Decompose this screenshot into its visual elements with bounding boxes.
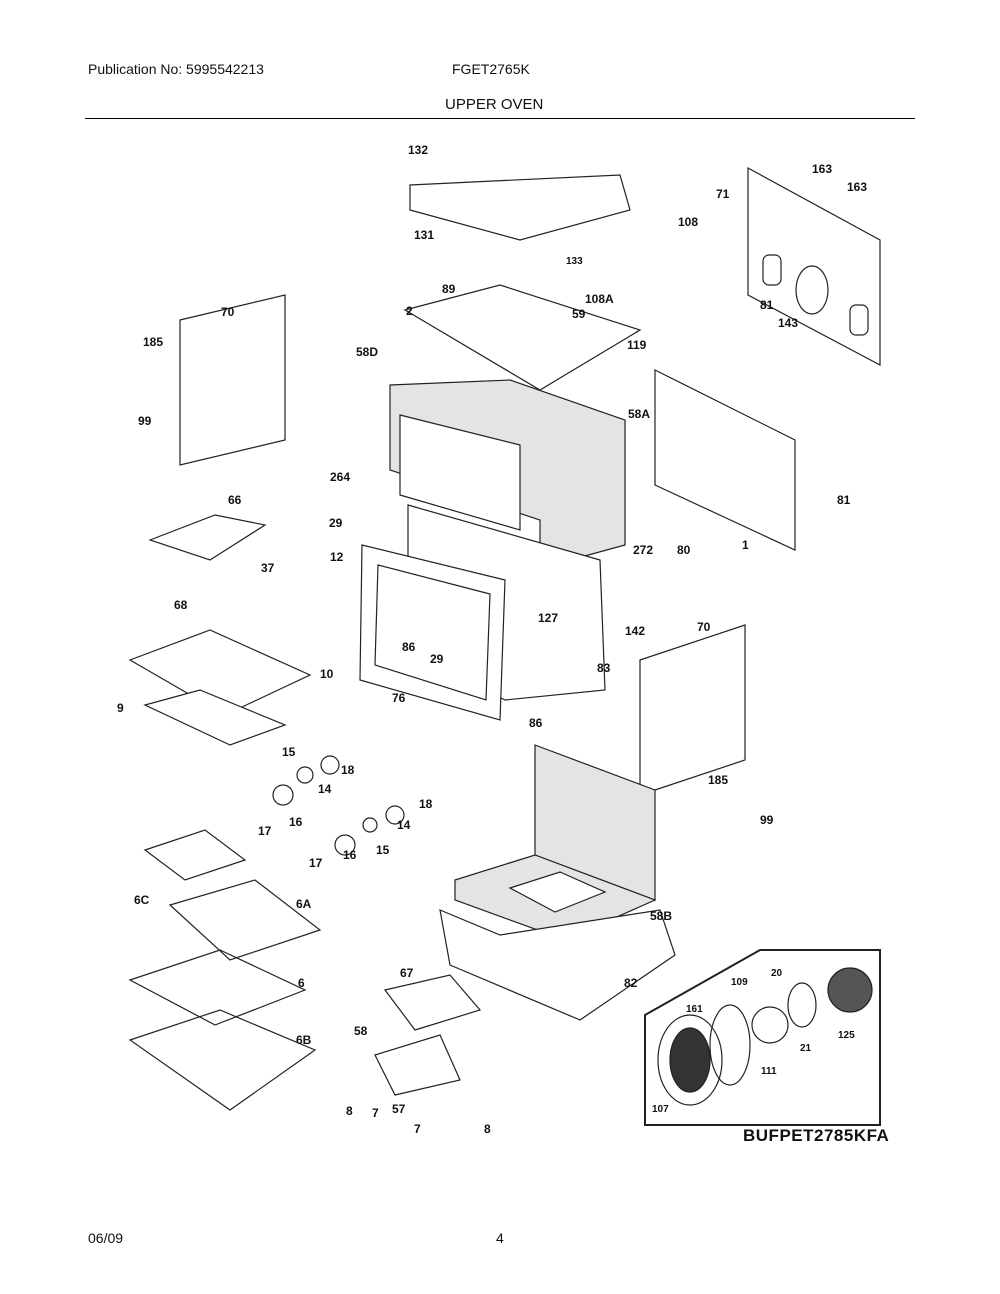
callout-17: 17 <box>309 856 323 870</box>
callout-17: 17 <box>258 824 272 838</box>
callout-2: 2 <box>406 304 413 318</box>
section-title: UPPER OVEN <box>445 96 544 113</box>
callout-143: 143 <box>778 316 799 330</box>
back-panel-part <box>654 369 796 551</box>
callout-272: 272 <box>633 543 654 557</box>
callout-76: 76 <box>392 691 406 705</box>
callout-8: 8 <box>346 1104 353 1118</box>
page-number: 4 <box>496 1230 504 1246</box>
callout-12: 12 <box>330 550 344 564</box>
callout-57: 57 <box>392 1102 406 1116</box>
callout-83: 83 <box>597 661 611 675</box>
callout-7: 7 <box>414 1122 421 1136</box>
callout-80: 80 <box>677 543 691 557</box>
model-number: FGET2765K <box>452 61 530 77</box>
callout-58: 58 <box>354 1024 368 1038</box>
header-divider <box>85 118 915 119</box>
bottom-pan-part <box>439 909 676 1021</box>
callout-21: 21 <box>800 1043 812 1054</box>
callout-14: 14 <box>397 818 411 832</box>
callout-264: 264 <box>330 470 351 484</box>
callout-82: 82 <box>624 976 638 990</box>
top-cover-part <box>409 174 631 241</box>
top-plate-part <box>403 284 642 391</box>
inset-model-number: BUFPET2785KFA <box>743 1126 890 1145</box>
rack-6a <box>168 879 322 961</box>
callout-29: 29 <box>329 516 343 530</box>
callout-70: 70 <box>697 620 711 634</box>
callout-20: 20 <box>771 968 783 979</box>
callout-29: 29 <box>430 652 444 666</box>
callout-16: 16 <box>289 815 303 829</box>
callout-6a: 6A <box>296 897 312 911</box>
rack-6 <box>128 949 307 1026</box>
callout-107: 107 <box>652 1104 669 1115</box>
callout-125: 125 <box>838 1030 855 1041</box>
publication-number: Publication No: 5995542213 <box>88 61 264 77</box>
callout-58b: 58B <box>650 909 673 923</box>
callout-71: 71 <box>716 187 730 201</box>
callout-111: 111 <box>761 1066 777 1077</box>
callout-6c: 6C <box>134 893 150 907</box>
callout-15: 15 <box>376 843 390 857</box>
callout-108a: 108A <box>585 292 614 306</box>
broil-element-part <box>148 514 267 561</box>
callout-161: 161 <box>686 1004 703 1015</box>
right-side-panel-part <box>639 624 746 796</box>
callout-127: 127 <box>538 611 559 625</box>
callout-163: 163 <box>812 162 833 176</box>
callout-99: 99 <box>760 813 774 827</box>
callout-59: 59 <box>572 307 586 321</box>
callout-81: 81 <box>760 298 774 312</box>
callout-8: 8 <box>484 1122 491 1136</box>
callout-142: 142 <box>625 624 646 638</box>
callout-185: 185 <box>143 335 164 349</box>
callout-58d: 58D <box>356 345 379 359</box>
callout-81: 81 <box>837 493 851 507</box>
callout-131: 131 <box>414 228 435 242</box>
callout-1: 1 <box>742 538 749 552</box>
callout-10: 10 <box>320 667 334 681</box>
callout-99: 99 <box>138 414 152 428</box>
bake-element-part <box>383 974 482 1031</box>
callout-18: 18 <box>419 797 433 811</box>
left-side-panel-part <box>179 294 286 466</box>
callout-108: 108 <box>678 215 699 229</box>
callout-37: 37 <box>261 561 275 575</box>
callout-7: 7 <box>372 1106 379 1120</box>
callout-86: 86 <box>529 716 543 730</box>
callout-132: 132 <box>408 143 429 157</box>
callout-15: 15 <box>282 745 296 759</box>
callout-6: 6 <box>298 976 305 990</box>
element-plate-part <box>374 1034 461 1096</box>
callout-89: 89 <box>442 282 456 296</box>
callout-67: 67 <box>400 966 414 980</box>
callout-68: 68 <box>174 598 188 612</box>
callout-185: 185 <box>708 773 729 787</box>
callout-86: 86 <box>402 640 416 654</box>
callout-70: 70 <box>221 305 235 319</box>
callout-109: 109 <box>731 977 748 988</box>
callout-66: 66 <box>228 493 242 507</box>
callout-18: 18 <box>341 763 355 777</box>
callout-14: 14 <box>318 782 332 796</box>
rack-6b <box>128 1009 317 1111</box>
rack-6c <box>143 829 247 881</box>
callout-6b: 6B <box>296 1033 312 1047</box>
broiler-pan-part <box>143 689 287 746</box>
footer-date: 06/09 <box>88 1230 124 1246</box>
callout-119: 119 <box>627 338 647 352</box>
callout-163: 163 <box>847 180 868 194</box>
callout-133: 133 <box>566 256 583 267</box>
callout-58a: 58A <box>628 407 651 421</box>
callout-9: 9 <box>117 701 124 715</box>
callout-16: 16 <box>343 848 357 862</box>
